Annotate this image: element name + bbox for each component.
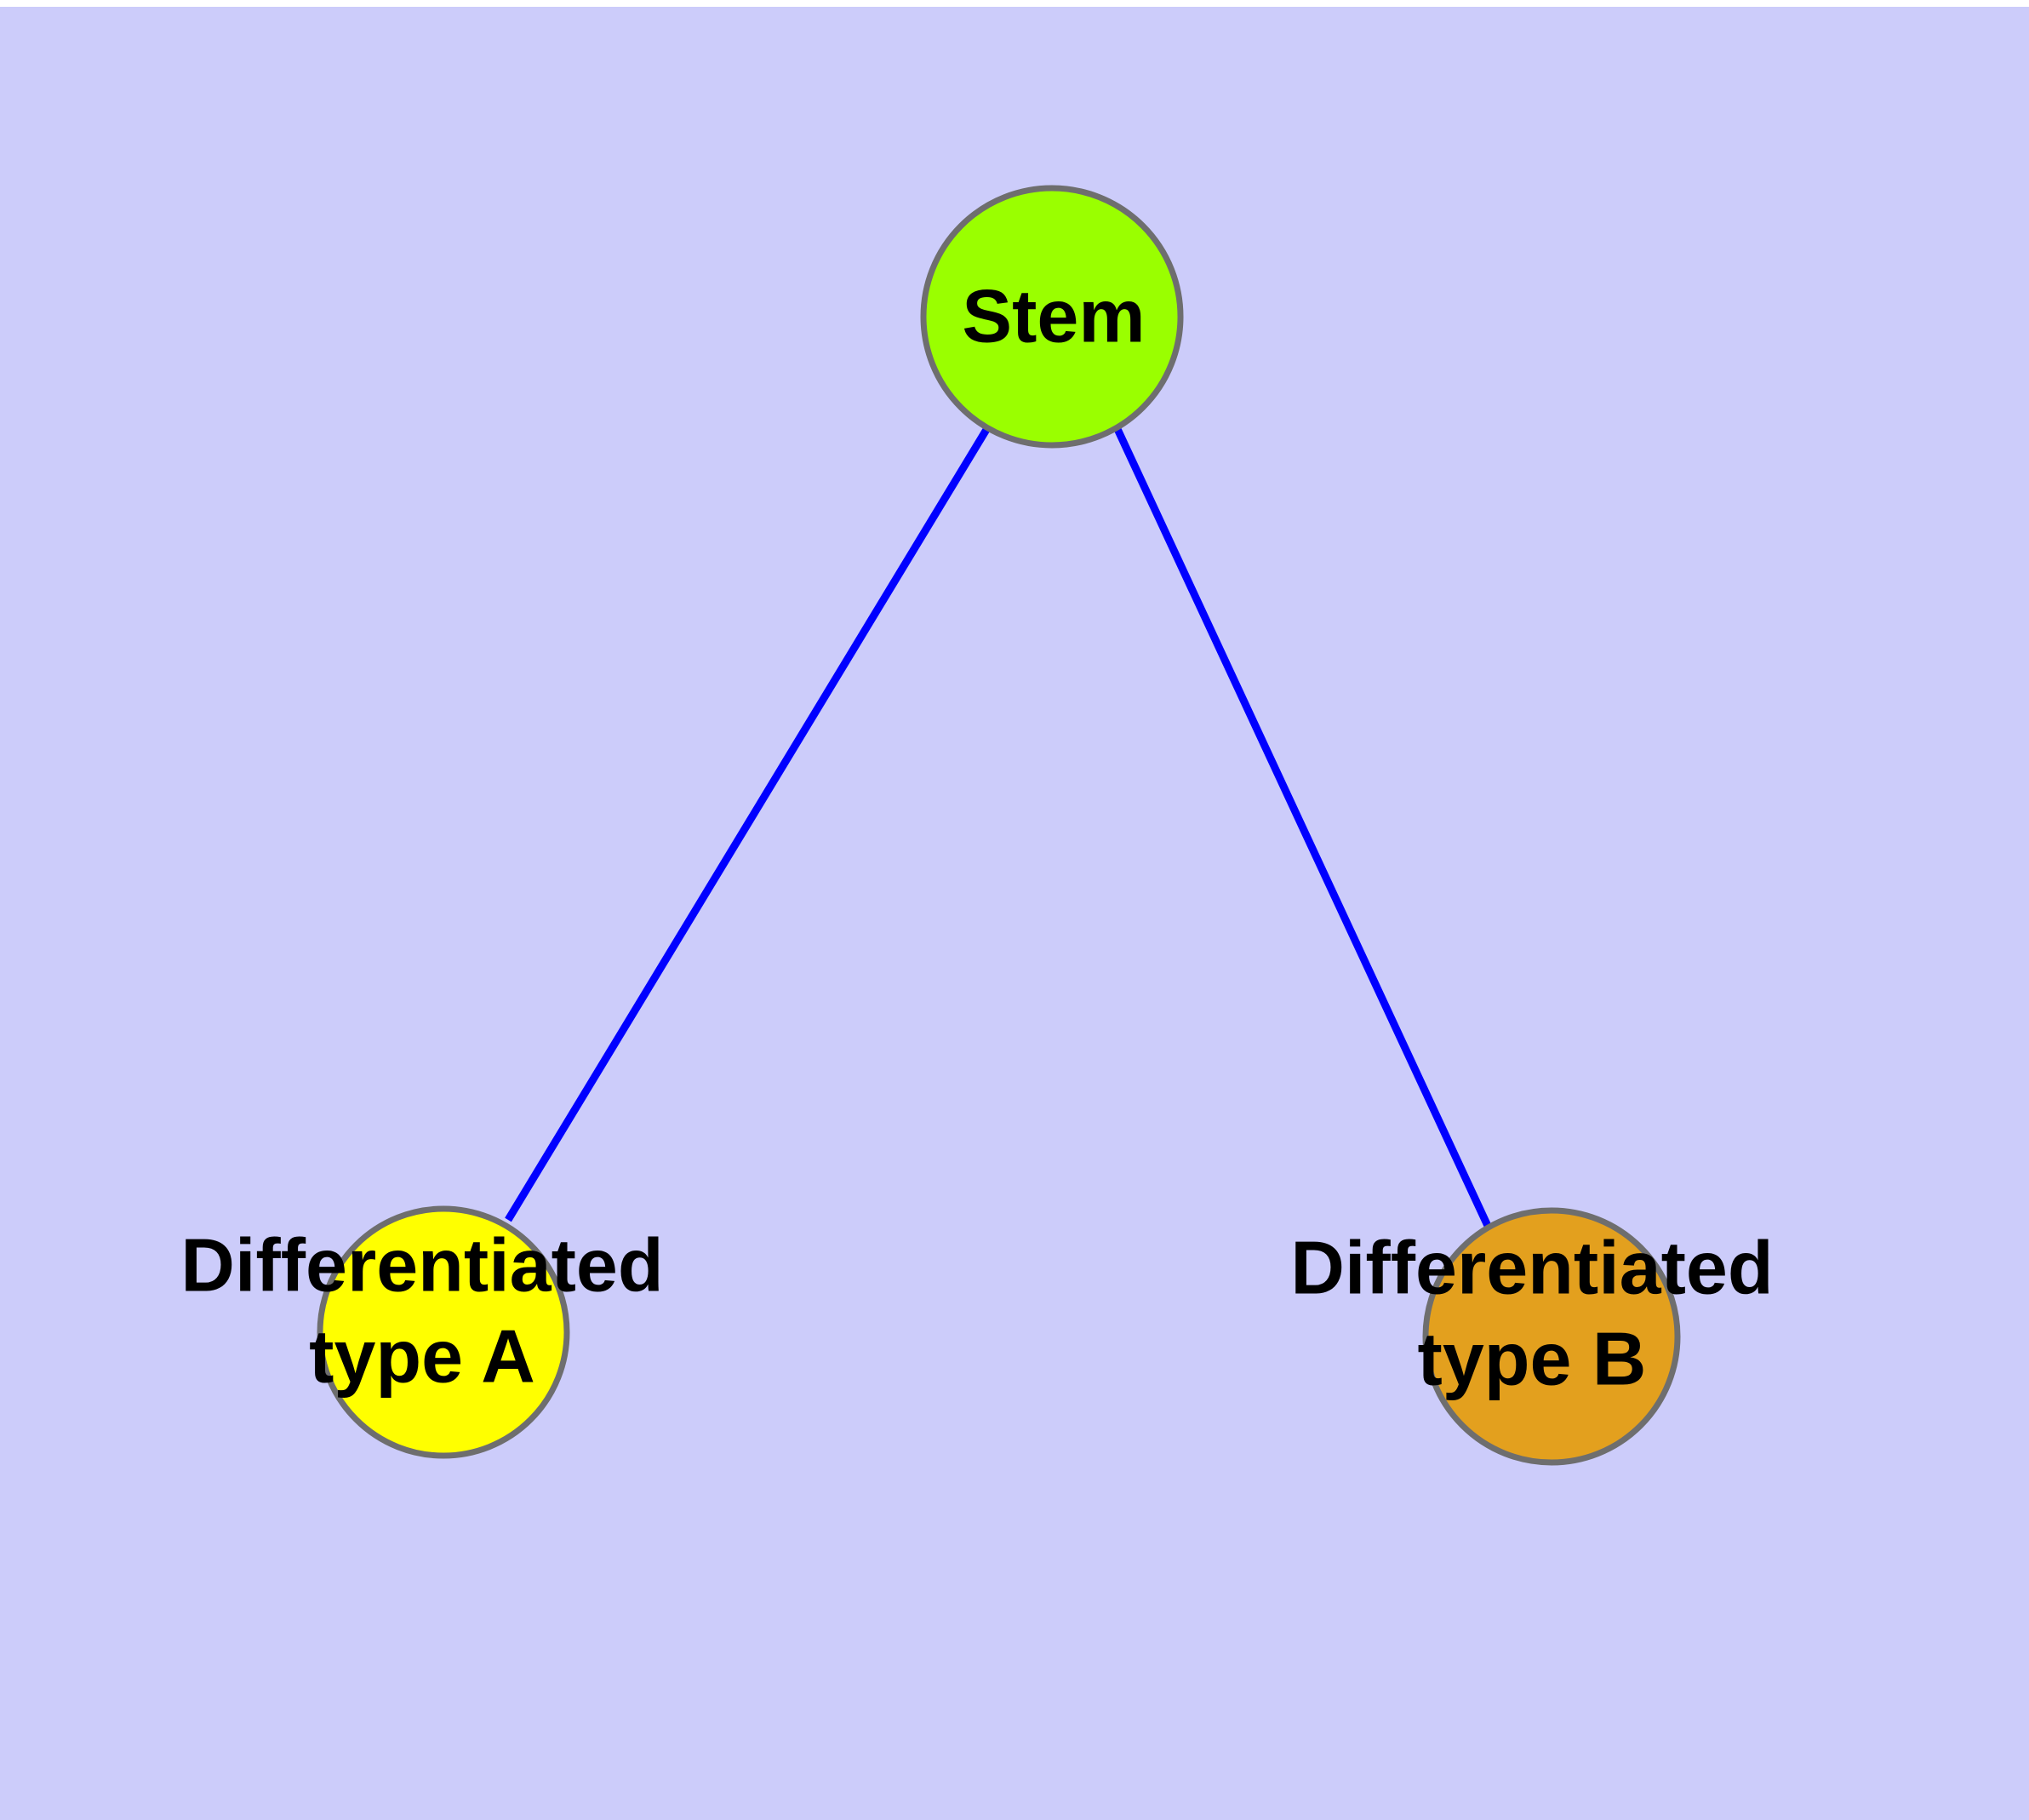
leaf-label-layer: Differentiated type A Differentiated typ… <box>180 1222 1773 1400</box>
node-stem[interactable]: Stem <box>920 185 1184 449</box>
node-differentiated-type-a-label-line1: Differentiated <box>180 1222 663 1307</box>
node-differentiated-type-b[interactable] <box>1422 1207 1681 1466</box>
edge-stem-to-differentiated-type-a[interactable] <box>505 426 991 1222</box>
node-layer: Stem <box>317 185 1681 1466</box>
edge-layer <box>505 426 1492 1228</box>
node-differentiated-type-b-label-line2: type B <box>1418 1316 1647 1400</box>
node-differentiated-type-a-label-line2: type A <box>309 1313 535 1398</box>
node-differentiated-type-a[interactable] <box>317 1205 570 1459</box>
node-differentiated-type-b-label-line1: Differentiated <box>1290 1225 1773 1309</box>
node-differentiated-type-a-circle[interactable] <box>317 1205 570 1459</box>
edge-stem-to-differentiated-type-b[interactable] <box>1113 427 1492 1228</box>
node-differentiated-type-b-circle[interactable] <box>1422 1207 1681 1466</box>
node-stem-circle[interactable] <box>920 185 1184 449</box>
node-stem-label: Stem <box>962 273 1145 358</box>
